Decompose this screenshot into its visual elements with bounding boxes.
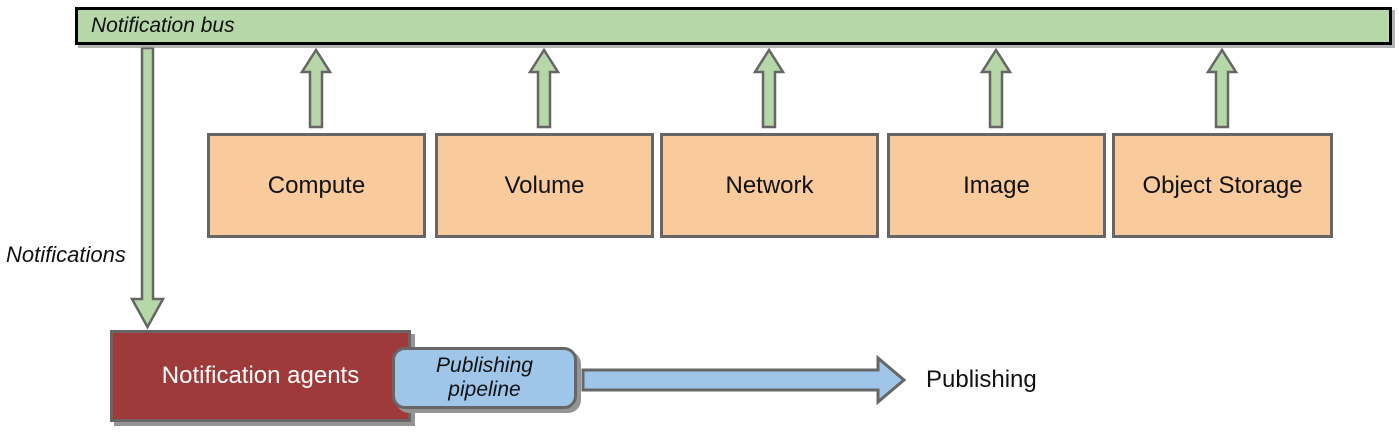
service-box-network: Network: [660, 133, 879, 238]
service-label-image: Image: [963, 171, 1030, 199]
service-box-volume: Volume: [435, 133, 654, 238]
service-label-network: Network: [725, 171, 814, 199]
service-box-compute: Compute: [207, 133, 426, 238]
service-label-object-storage: Object Storage: [1142, 171, 1303, 199]
service-box-image: Image: [887, 133, 1106, 238]
notifications-edge-label: Notifications: [6, 242, 126, 267]
object-storage-up-arrow-icon: [1205, 47, 1239, 129]
service-label-volume: Volume: [504, 171, 585, 199]
image-up-arrow-icon: [979, 47, 1013, 129]
publishing-output-label: Publishing: [926, 366, 1037, 393]
notifications-down-arrow-icon: [129, 46, 166, 330]
compute-up-arrow-icon: [299, 47, 333, 129]
service-label-compute: Compute: [267, 171, 366, 199]
volume-up-arrow-icon: [527, 47, 561, 129]
network-up-arrow-icon: [752, 47, 786, 129]
publishing-pipeline-box: Publishing pipeline: [392, 347, 577, 409]
service-box-object-storage: Object Storage: [1112, 133, 1333, 238]
notification-agents-label: Notification agents: [161, 362, 360, 389]
notification-agents-box: Notification agents: [110, 330, 411, 422]
notification-bus-label: Notification bus: [91, 14, 235, 37]
notification-bus-bar: Notification bus: [75, 7, 1392, 45]
publishing-right-arrow-icon: [581, 354, 907, 406]
publishing-pipeline-label: Publishing pipeline: [436, 353, 533, 401]
